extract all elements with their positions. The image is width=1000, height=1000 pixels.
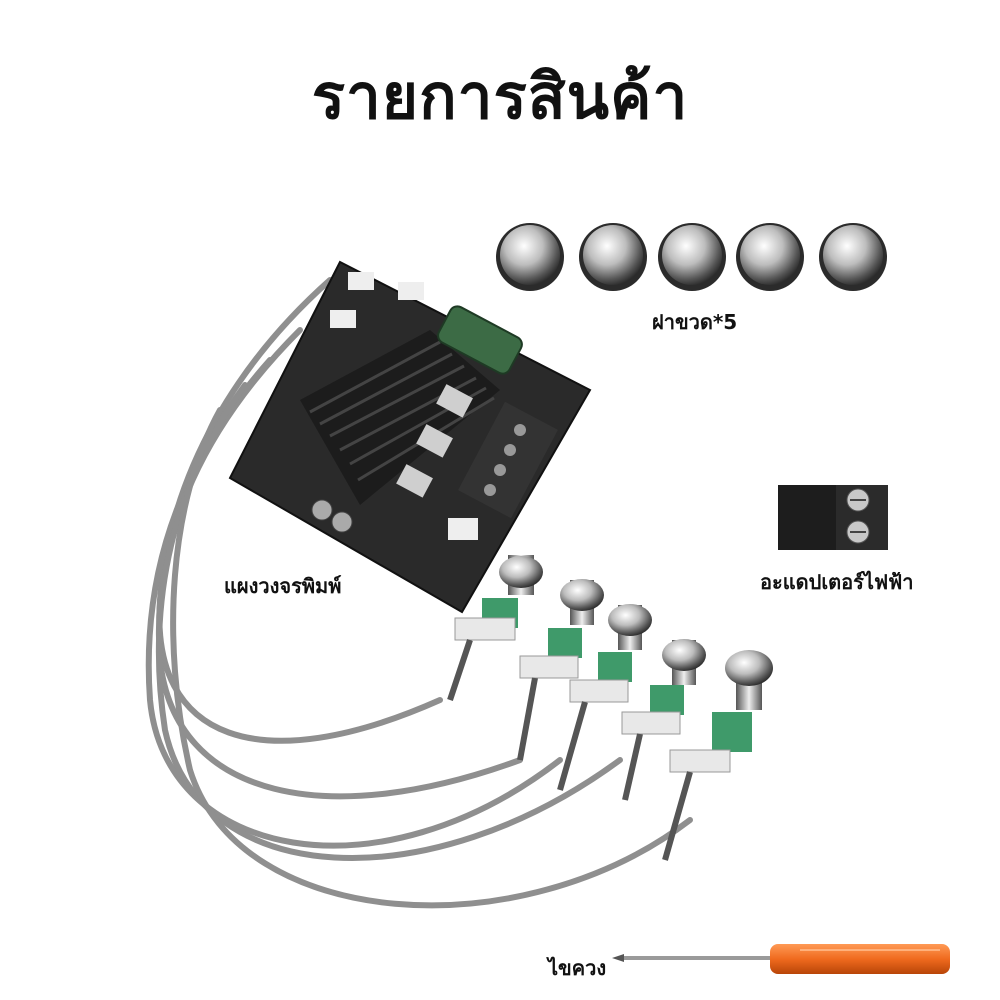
- screwdriver: [612, 944, 950, 974]
- power-adapter: [778, 485, 888, 550]
- knob-cap: [579, 223, 647, 291]
- knob-cap: [658, 223, 726, 291]
- potentiometer: [517, 579, 604, 761]
- cables: [145, 277, 693, 909]
- speaker-terminals: [458, 401, 558, 519]
- potentiometer: [447, 555, 543, 701]
- power-adapter-label: อะแดปเตอร์ไฟฟ้า: [760, 570, 914, 594]
- knob-cap: [736, 223, 804, 291]
- capacitor: [437, 305, 523, 375]
- screwdriver-label: ไขควง: [548, 956, 607, 980]
- potentiometer: [662, 650, 773, 861]
- circuit-board: [228, 260, 592, 614]
- potentiometer: [557, 604, 652, 791]
- knob-cap: [496, 223, 564, 291]
- knob-caps: [496, 223, 887, 291]
- page-title: รายการสินค้า: [311, 60, 689, 133]
- potentiometer: [621, 639, 706, 801]
- circuit-board-label: แผงวงจรพิมพ์: [224, 574, 342, 598]
- potentiometers: [447, 555, 773, 861]
- knob-cap: [819, 223, 887, 291]
- knob-caps-label: ฝาขวด*5: [652, 310, 738, 334]
